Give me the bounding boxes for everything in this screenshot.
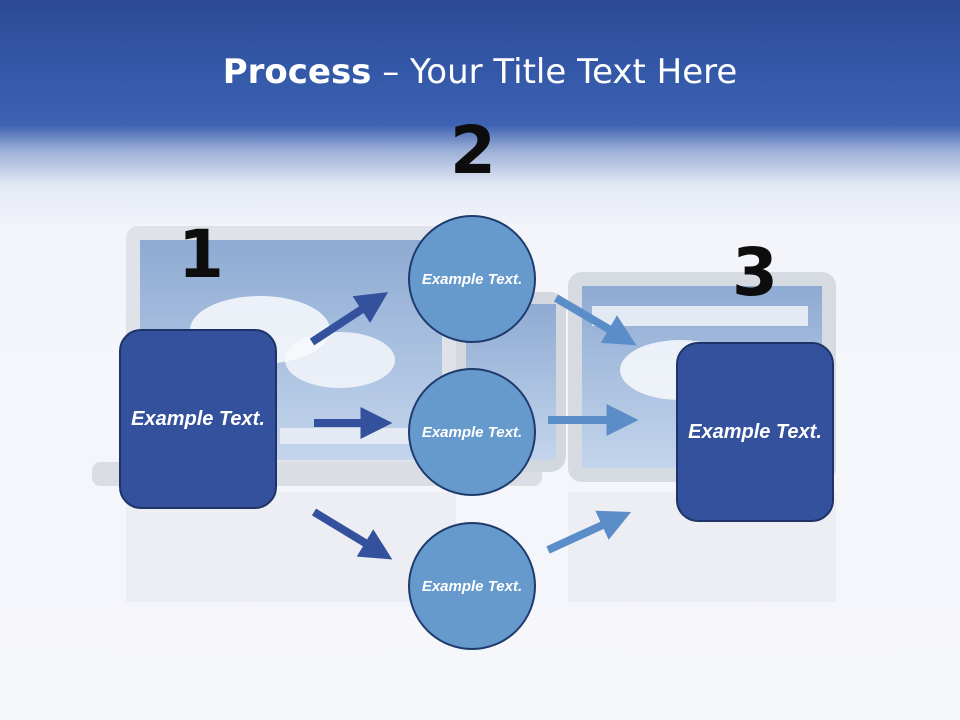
step-number-1: 1 (178, 216, 224, 293)
start-box[interactable]: Example Text. (119, 329, 277, 509)
circle-2-text: Example Text. (421, 423, 523, 441)
end-box-text: Example Text. (688, 420, 822, 443)
end-box[interactable]: Example Text. (676, 342, 834, 522)
circle-3[interactable]: Example Text. (408, 522, 536, 650)
arrow-to-circle-1 (309, 292, 389, 346)
circle-1-text: Example Text. (421, 270, 523, 288)
circle-1[interactable]: Example Text. (408, 215, 536, 343)
arrow-from-circle-1 (553, 294, 637, 346)
step-number-3: 3 (732, 234, 778, 311)
arrow-to-circle-3 (311, 508, 393, 560)
step-number-2: 2 (450, 112, 496, 189)
start-box-text: Example Text. (131, 407, 265, 430)
slide-title: Process – Your Title Text Here (0, 52, 960, 92)
circle-3-text: Example Text. (421, 577, 523, 595)
arrow-from-circle-3 (546, 510, 632, 554)
circle-2[interactable]: Example Text. (408, 368, 536, 496)
title-bold: Process (222, 52, 372, 92)
title-rest: – Your Title Text Here (371, 52, 738, 92)
